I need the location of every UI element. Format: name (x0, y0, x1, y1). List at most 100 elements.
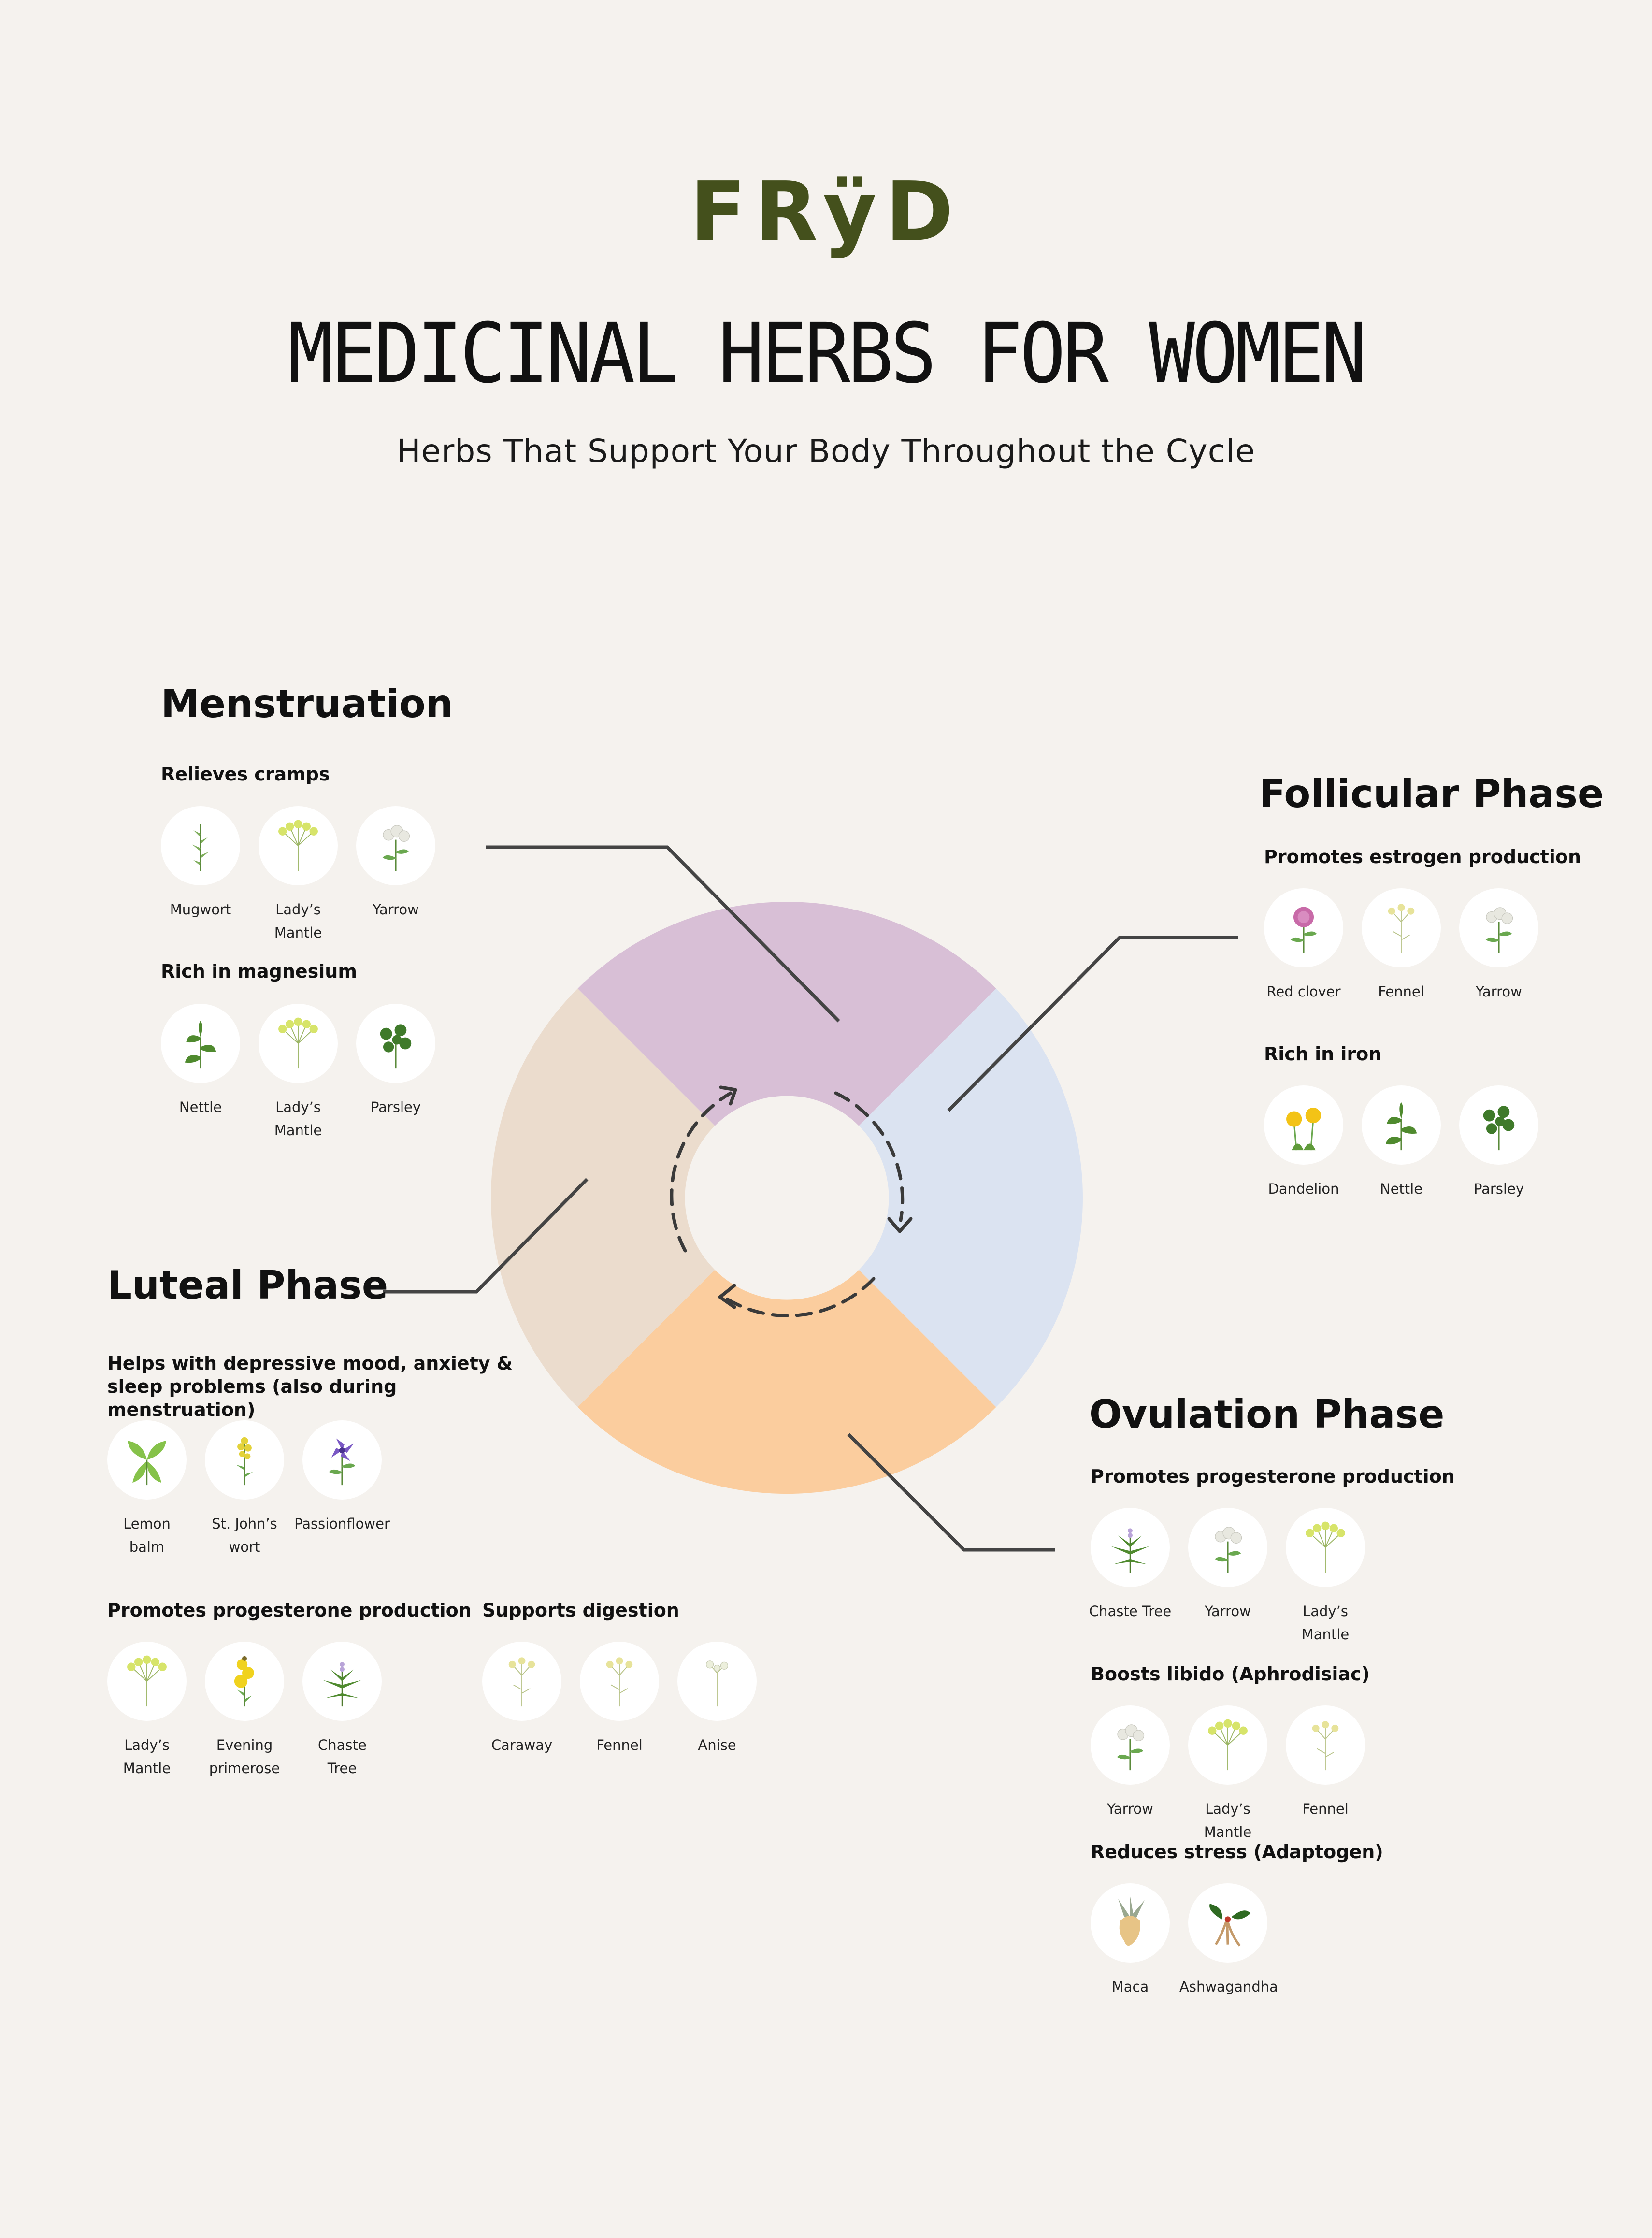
herb-label: Dandelion (1268, 1181, 1339, 1197)
herb-label: Fennel (596, 1737, 643, 1753)
herb-row: Mugwort Lady’s Mantle Yarrow (152, 806, 445, 944)
herb-label: Maca (1111, 1978, 1149, 1995)
ladys-mantle-icon (1286, 1508, 1365, 1587)
herb-item: Fennel (1353, 888, 1450, 1003)
cycle-arrows (670, 1091, 905, 1317)
fennel-icon (580, 1642, 659, 1721)
herb-item: Mugwort (152, 806, 249, 944)
herb-item: Fennel (571, 1642, 668, 1757)
herb-item: Anise (669, 1642, 765, 1757)
herb-label: Parsley (370, 1099, 421, 1115)
nettle-icon (1362, 1085, 1441, 1165)
fennel-icon (1362, 888, 1441, 967)
dandelion-icon (1264, 1085, 1343, 1165)
brand-logo: FRÿD (690, 164, 962, 260)
ovulation-title: Ovulation Phase (1089, 1392, 1445, 1437)
herb-label: Ashwagandha (1179, 1978, 1278, 1995)
ashwagandha-icon (1188, 1883, 1267, 1963)
herb-label: Yarrow (1107, 1801, 1153, 1817)
category-title: Boosts libido (Aphrodisiac) (1091, 1663, 1370, 1685)
herb-item: Yarrow (1451, 888, 1547, 1003)
herb-label: St. John’s wort (212, 1516, 277, 1555)
passionflower-icon (302, 1420, 382, 1500)
chaste-tree-icon (302, 1642, 382, 1721)
herb-row: Chaste Tree Yarrow Lady’s Mantle (1082, 1508, 1375, 1646)
herb-item: Ashwagandha (1179, 1883, 1278, 1998)
herb-item: Parsley (1451, 1085, 1547, 1200)
lemon-balm-icon (107, 1420, 187, 1500)
herb-label: Yarrow (1476, 983, 1522, 1000)
luteal-title: Luteal Phase (107, 1263, 388, 1308)
herb-item: Caraway (474, 1642, 570, 1757)
herb-row: Red clover Fennel Yarrow (1255, 888, 1548, 1003)
herb-item: Chaste Tree (1082, 1508, 1178, 1646)
herb-label: Nettle (179, 1099, 222, 1115)
herb-label: Lady’s Mantle (274, 901, 322, 941)
herb-item: Parsley (347, 1004, 444, 1142)
herb-label: Nettle (1379, 1181, 1423, 1197)
st-johns-wort-icon (205, 1420, 284, 1500)
herb-row: Lady’s Mantle Evening primerose Chaste T… (99, 1642, 391, 1780)
herb-label: Mugwort (170, 901, 231, 918)
follicular-title: Follicular Phase (1259, 771, 1604, 816)
herb-item: Passionflower (294, 1420, 390, 1559)
herb-label: Lady’s Mantle (274, 1099, 322, 1139)
herb-item: Maca (1082, 1883, 1178, 1998)
herb-label: Chaste Tree (1089, 1603, 1172, 1619)
herb-row: Caraway Fennel Anise (474, 1642, 766, 1757)
anise-icon (677, 1642, 757, 1721)
category-title: Promotes progesterone production (1091, 1466, 1455, 1487)
parsley-icon (356, 1004, 435, 1083)
herb-item: Lemon balm (99, 1420, 195, 1559)
caraway-icon (482, 1642, 561, 1721)
category-title: Promotes estrogen production (1264, 846, 1581, 867)
herb-item: St. John’s wort (196, 1420, 293, 1559)
herb-label: Yarrow (1205, 1603, 1251, 1619)
ovulation-segment (577, 1270, 996, 1494)
herb-item: Red clover (1255, 888, 1352, 1003)
category-title: Rich in iron (1264, 1043, 1382, 1065)
ladys-mantle-icon (259, 806, 338, 885)
herb-item: Evening primerose (196, 1642, 293, 1780)
herb-label: Fennel (1378, 983, 1424, 1000)
herb-item: Lady’s Mantle (1277, 1508, 1374, 1646)
herb-row: Maca Ashwagandha (1082, 1883, 1278, 1998)
herb-label: Lady’s Mantle (1301, 1603, 1350, 1643)
yarrow-icon (1188, 1508, 1267, 1587)
herb-item: Nettle (152, 1004, 249, 1142)
yarrow-icon (356, 806, 435, 885)
herb-label: Lemon balm (123, 1516, 171, 1555)
herb-item: Lady’s Mantle (250, 806, 346, 944)
ladys-mantle-icon (107, 1642, 187, 1721)
parsley-icon (1459, 1085, 1538, 1165)
menstruation-title: Menstruation (161, 681, 453, 726)
herb-item: Chaste Tree (294, 1642, 390, 1780)
page-title: MEDICINAL HERBS FOR WOMEN (287, 305, 1367, 402)
ladys-mantle-icon (259, 1004, 338, 1083)
red-clover-icon (1264, 888, 1343, 967)
herb-item: Yarrow (1179, 1508, 1276, 1646)
ladys-mantle-icon (1188, 1705, 1267, 1785)
herb-item: Lady’s Mantle (250, 1004, 346, 1142)
herb-row: Nettle Lady’s Mantle Parsley (152, 1004, 445, 1142)
herb-item: Lady’s Mantle (1179, 1705, 1276, 1844)
herb-label: Lady’s Mantle (1204, 1801, 1252, 1840)
mugwort-icon (161, 806, 240, 885)
herb-row: Yarrow Lady’s Mantle Fennel (1082, 1705, 1375, 1844)
category-title: Promotes progesterone production (107, 1600, 472, 1621)
herb-label: Parsley (1473, 1181, 1524, 1197)
herb-item: Dandelion (1255, 1085, 1352, 1200)
menstruation-segment (577, 902, 996, 1126)
herb-label: Passionflower (294, 1516, 390, 1532)
page-subtitle: Herbs That Support Your Body Throughout … (397, 433, 1255, 470)
herb-item: Yarrow (347, 806, 444, 944)
evening-primrose-icon (205, 1642, 284, 1721)
herb-label: Evening primerose (209, 1737, 280, 1776)
category-title: Rich in magnesium (161, 961, 357, 982)
herb-label: Red clover (1266, 983, 1341, 1000)
category-title: Reduces stress (Adaptogen) (1091, 1841, 1383, 1863)
category-title: Helps with depressive mood, anxiety & sl… (107, 1353, 513, 1420)
herb-item: Lady’s Mantle (99, 1642, 195, 1780)
herb-label: Lady’s Mantle (123, 1737, 171, 1776)
herb-item: Nettle (1353, 1085, 1450, 1200)
